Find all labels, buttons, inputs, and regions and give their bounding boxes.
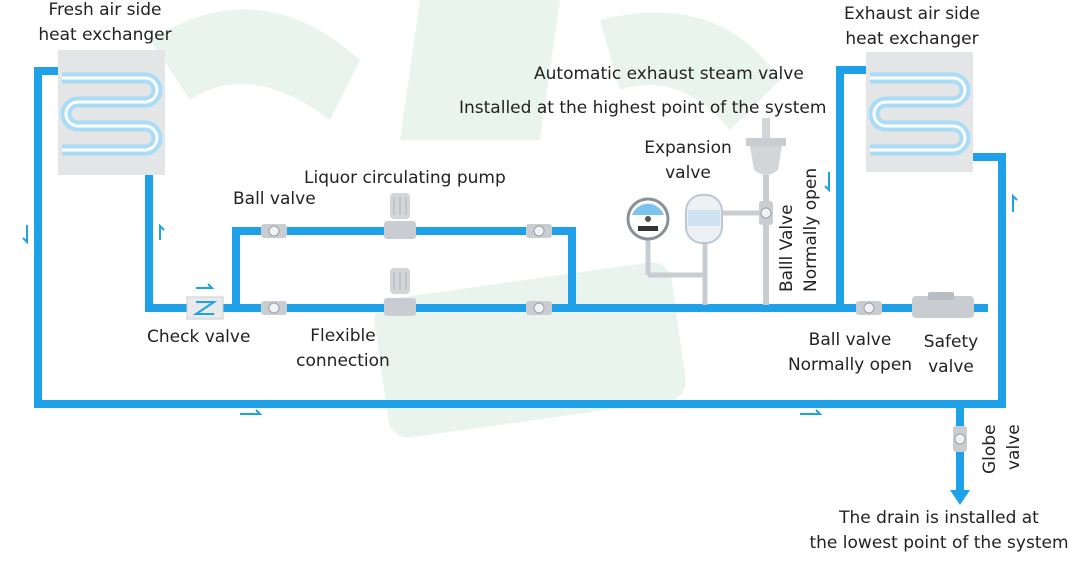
label-auto-exhaust-valve: Automatic exhaust steam valve	[534, 64, 804, 84]
label-highest-point: Installed at the highest point of the sy…	[459, 98, 827, 118]
ball-valve-bottom-right	[526, 301, 552, 315]
fresh-air-heat-exchanger	[58, 50, 165, 175]
pressure-gauge	[626, 197, 670, 241]
drain-arrow	[950, 490, 970, 505]
flow-arrows	[22, 172, 1018, 415]
label-ball-valve-top: Ball valve	[233, 189, 316, 209]
globe-valve	[953, 426, 967, 452]
ball-valve-bottom-left	[261, 301, 287, 315]
ball-valve-vertical	[759, 201, 773, 225]
pipe-exhaust-right	[960, 153, 1006, 408]
label-pump: Liquor circulating pump	[304, 168, 506, 188]
check-valve	[186, 296, 224, 320]
circulating-pump-bottom	[384, 268, 416, 316]
exhaust-air-heat-exchanger	[866, 52, 973, 172]
pipe-fresh-right	[145, 175, 236, 312]
ball-valve-top-left	[261, 224, 287, 238]
expansion-assembly	[645, 210, 765, 305]
ball-valve-top-right	[526, 224, 552, 238]
pipe-exhaust-left	[836, 66, 866, 308]
automatic-exhaust-valve	[746, 118, 786, 305]
circulating-pump-top	[384, 193, 416, 239]
ball-valve-normally-open	[856, 301, 882, 315]
expansion-tank	[685, 194, 723, 244]
safety-valve	[912, 292, 974, 318]
label-check-valve: Check valve	[147, 327, 251, 347]
